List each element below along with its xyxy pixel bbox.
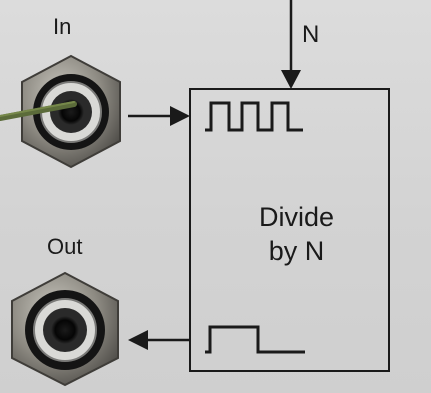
single-pulse-icon	[205, 325, 305, 354]
square-wave-icon	[205, 101, 303, 132]
in-jack[interactable]	[14, 53, 128, 170]
out-label: Out	[47, 234, 83, 259]
output-arrow-head	[128, 330, 148, 350]
divider-title: Divide by N	[204, 200, 389, 268]
n-label: N	[302, 21, 320, 48]
input-arrow-head	[170, 106, 190, 126]
n-arrow-head	[281, 70, 301, 89]
divider-title-line1: Divide	[258, 202, 335, 232]
out-jack[interactable]	[4, 270, 126, 388]
divider-title-line2: by N	[268, 236, 325, 266]
divider-box	[189, 88, 390, 372]
in-label: In	[53, 14, 72, 39]
